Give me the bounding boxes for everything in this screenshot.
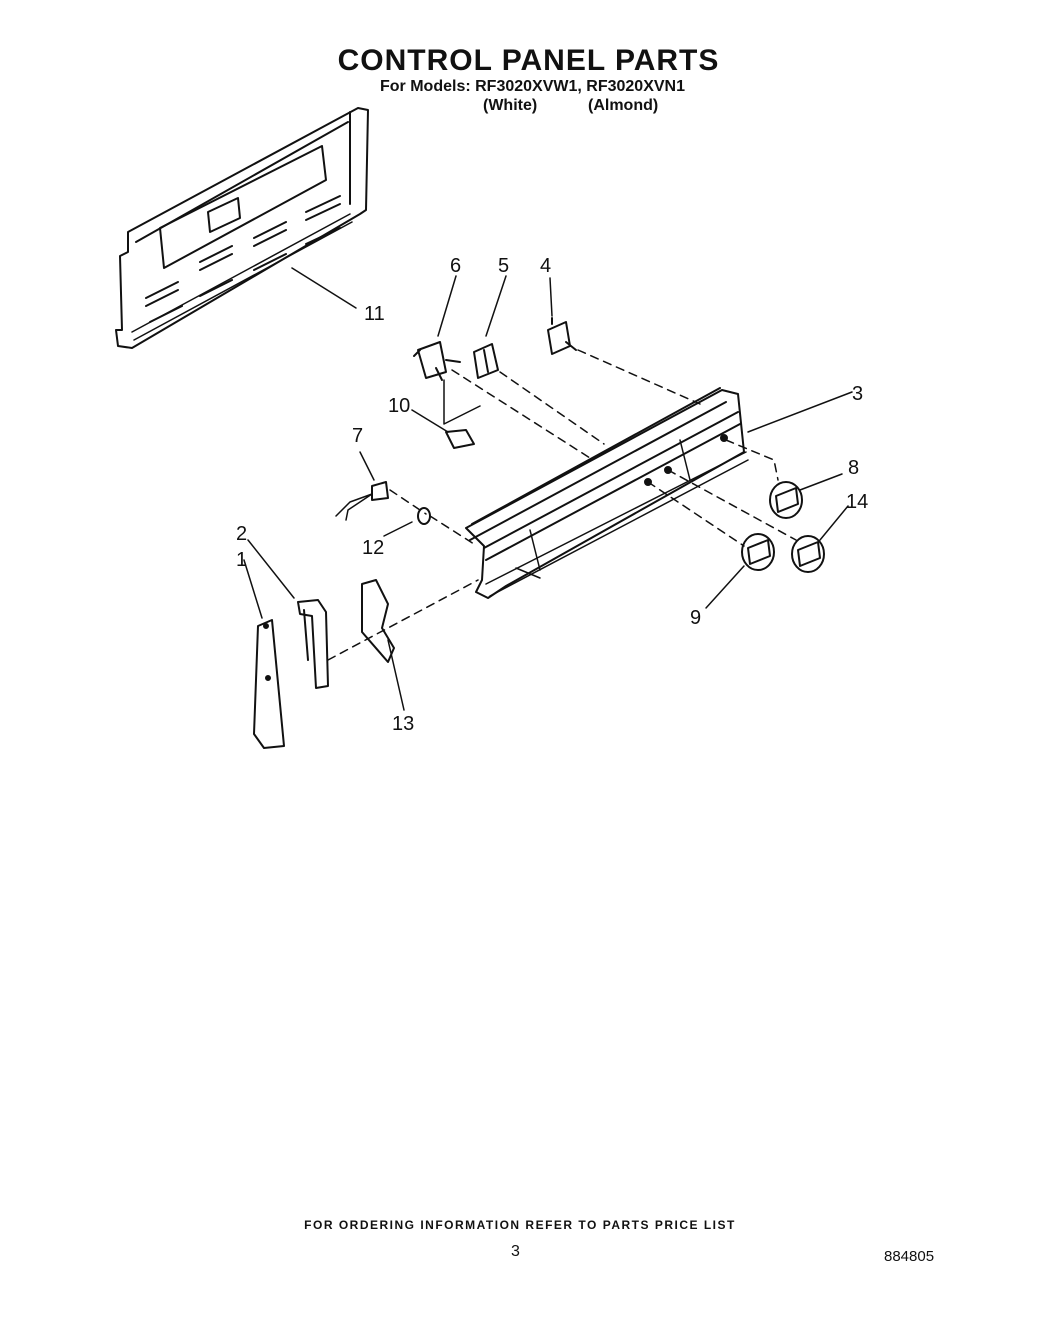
knob-part-14 [791, 535, 825, 573]
callout-10: 10 [388, 395, 410, 417]
callout-8: 8 [848, 457, 859, 479]
page-title: CONTROL PANEL PARTS [337, 44, 720, 77]
callout-4: 4 [540, 255, 551, 277]
bracket-part-13 [361, 579, 395, 663]
switch-part-6 [413, 341, 481, 425]
callout-numbers: 1 2 3 4 5 6 7 8 9 10 11 12 13 14 [236, 255, 868, 735]
bracket-part-2 [297, 599, 329, 689]
callout-2: 2 [236, 523, 247, 545]
knob-part-9 [741, 533, 775, 571]
switch-part-5 [473, 343, 499, 379]
front-panel-part [465, 387, 749, 599]
rear-panel-part [115, 107, 369, 349]
ordering-note: FOR ORDERING INFORMATION REFER TO PARTS … [304, 1218, 736, 1232]
callout-6: 6 [450, 255, 461, 277]
knob-part-8 [769, 481, 803, 519]
variant-almond: (Almond) [588, 97, 659, 114]
document-number: 884805 [884, 1248, 935, 1265]
leader-lines [243, 267, 853, 711]
callout-12: 12 [362, 537, 384, 559]
end-cap-part-1 [253, 619, 285, 749]
assembly-lines [327, 349, 797, 661]
callout-3: 3 [852, 383, 863, 405]
lamp-part-7 [335, 481, 389, 521]
page-number: 3 [511, 1243, 520, 1260]
variant-white: (White) [483, 97, 538, 114]
callout-14: 14 [846, 491, 868, 513]
callout-13: 13 [392, 713, 414, 735]
switch-part-4 [547, 317, 577, 355]
callout-1: 1 [236, 549, 247, 571]
callout-11: 11 [364, 303, 385, 325]
connector-part-10 [445, 429, 475, 449]
callout-9: 9 [690, 607, 701, 629]
callout-7: 7 [352, 425, 363, 447]
callout-5: 5 [498, 255, 509, 277]
models-line: For Models: RF3020XVW1, RF3020XVN1 [380, 78, 685, 95]
